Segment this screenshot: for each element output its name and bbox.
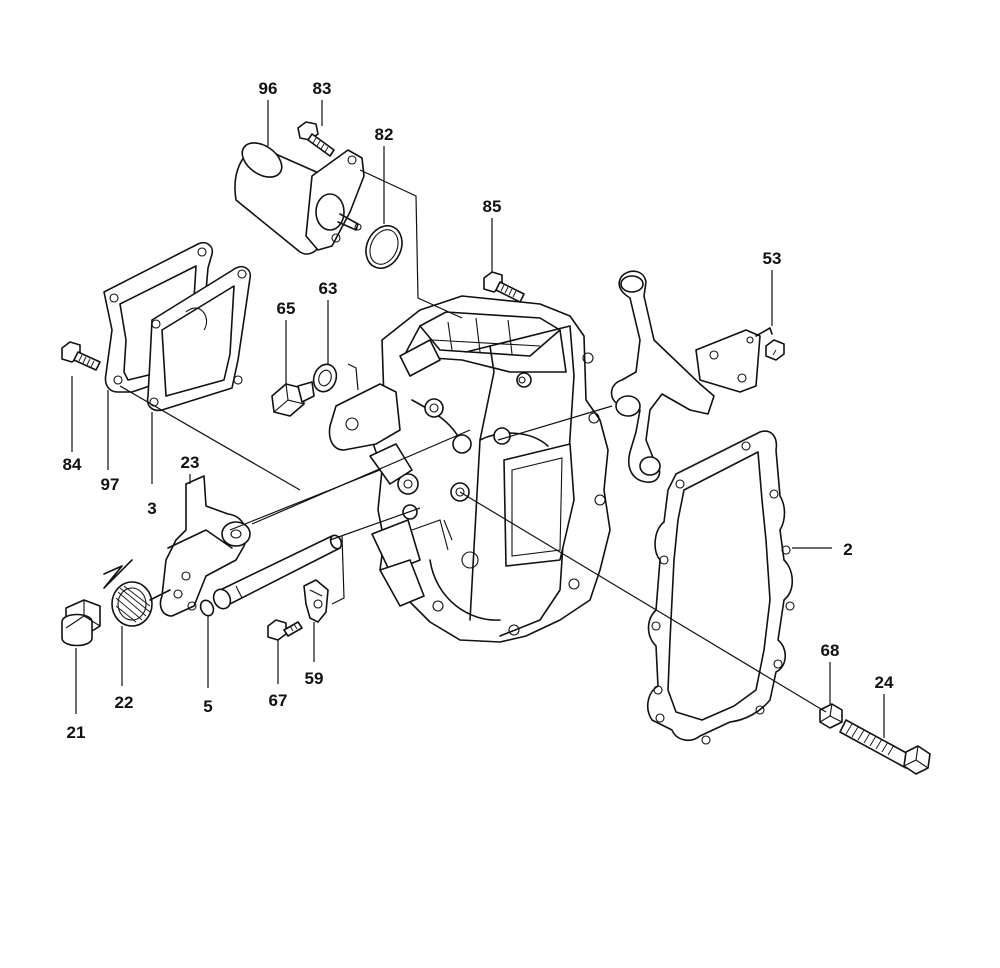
callout-67: 67	[269, 691, 288, 710]
callout-24: 24	[875, 673, 894, 692]
callout-65: 65	[277, 299, 296, 318]
bolt-part-84	[61, 341, 101, 371]
callout-21: 21	[67, 723, 86, 742]
plate-part-59	[303, 579, 329, 623]
callout-2: 2	[843, 540, 852, 559]
lever-part-53	[610, 270, 785, 483]
callout-59: 59	[305, 669, 324, 688]
callout-68: 68	[821, 641, 840, 660]
o-ring-part-82	[365, 225, 403, 269]
callout-23: 23	[181, 453, 200, 472]
callout-97: 97	[101, 475, 120, 494]
callout-3: 3	[147, 499, 156, 518]
gasket-part-2	[646, 430, 795, 745]
callout-22: 22	[115, 693, 134, 712]
plug-part-21	[61, 599, 101, 647]
callout-5: 5	[203, 697, 212, 716]
bolt-part-85	[483, 271, 525, 303]
lever-part-23	[159, 475, 251, 617]
callout-53: 53	[763, 249, 782, 268]
washer-part-63	[312, 363, 338, 393]
leader-lines	[71, 100, 885, 738]
callout-82: 82	[375, 125, 394, 144]
gasket-part-3	[146, 265, 252, 412]
callout-96: 96	[259, 79, 278, 98]
gear-case-housing	[328, 295, 611, 643]
spring-part-22	[103, 559, 171, 627]
nut-part-68	[819, 703, 843, 729]
callout-labels: 96 83 82 85 53 65 63 84 97 3 23 2 22 21 …	[63, 79, 894, 742]
callout-84: 84	[63, 455, 82, 474]
callout-85: 85	[483, 197, 502, 216]
bolt-part-83	[297, 121, 335, 157]
callout-63: 63	[319, 279, 338, 298]
shaft-part-5	[199, 534, 343, 617]
callout-83: 83	[313, 79, 332, 98]
bolt-part-24	[839, 719, 931, 775]
solenoid-part-96	[234, 142, 365, 255]
bolt-part-67	[267, 619, 303, 641]
plug-part-65	[271, 381, 315, 417]
